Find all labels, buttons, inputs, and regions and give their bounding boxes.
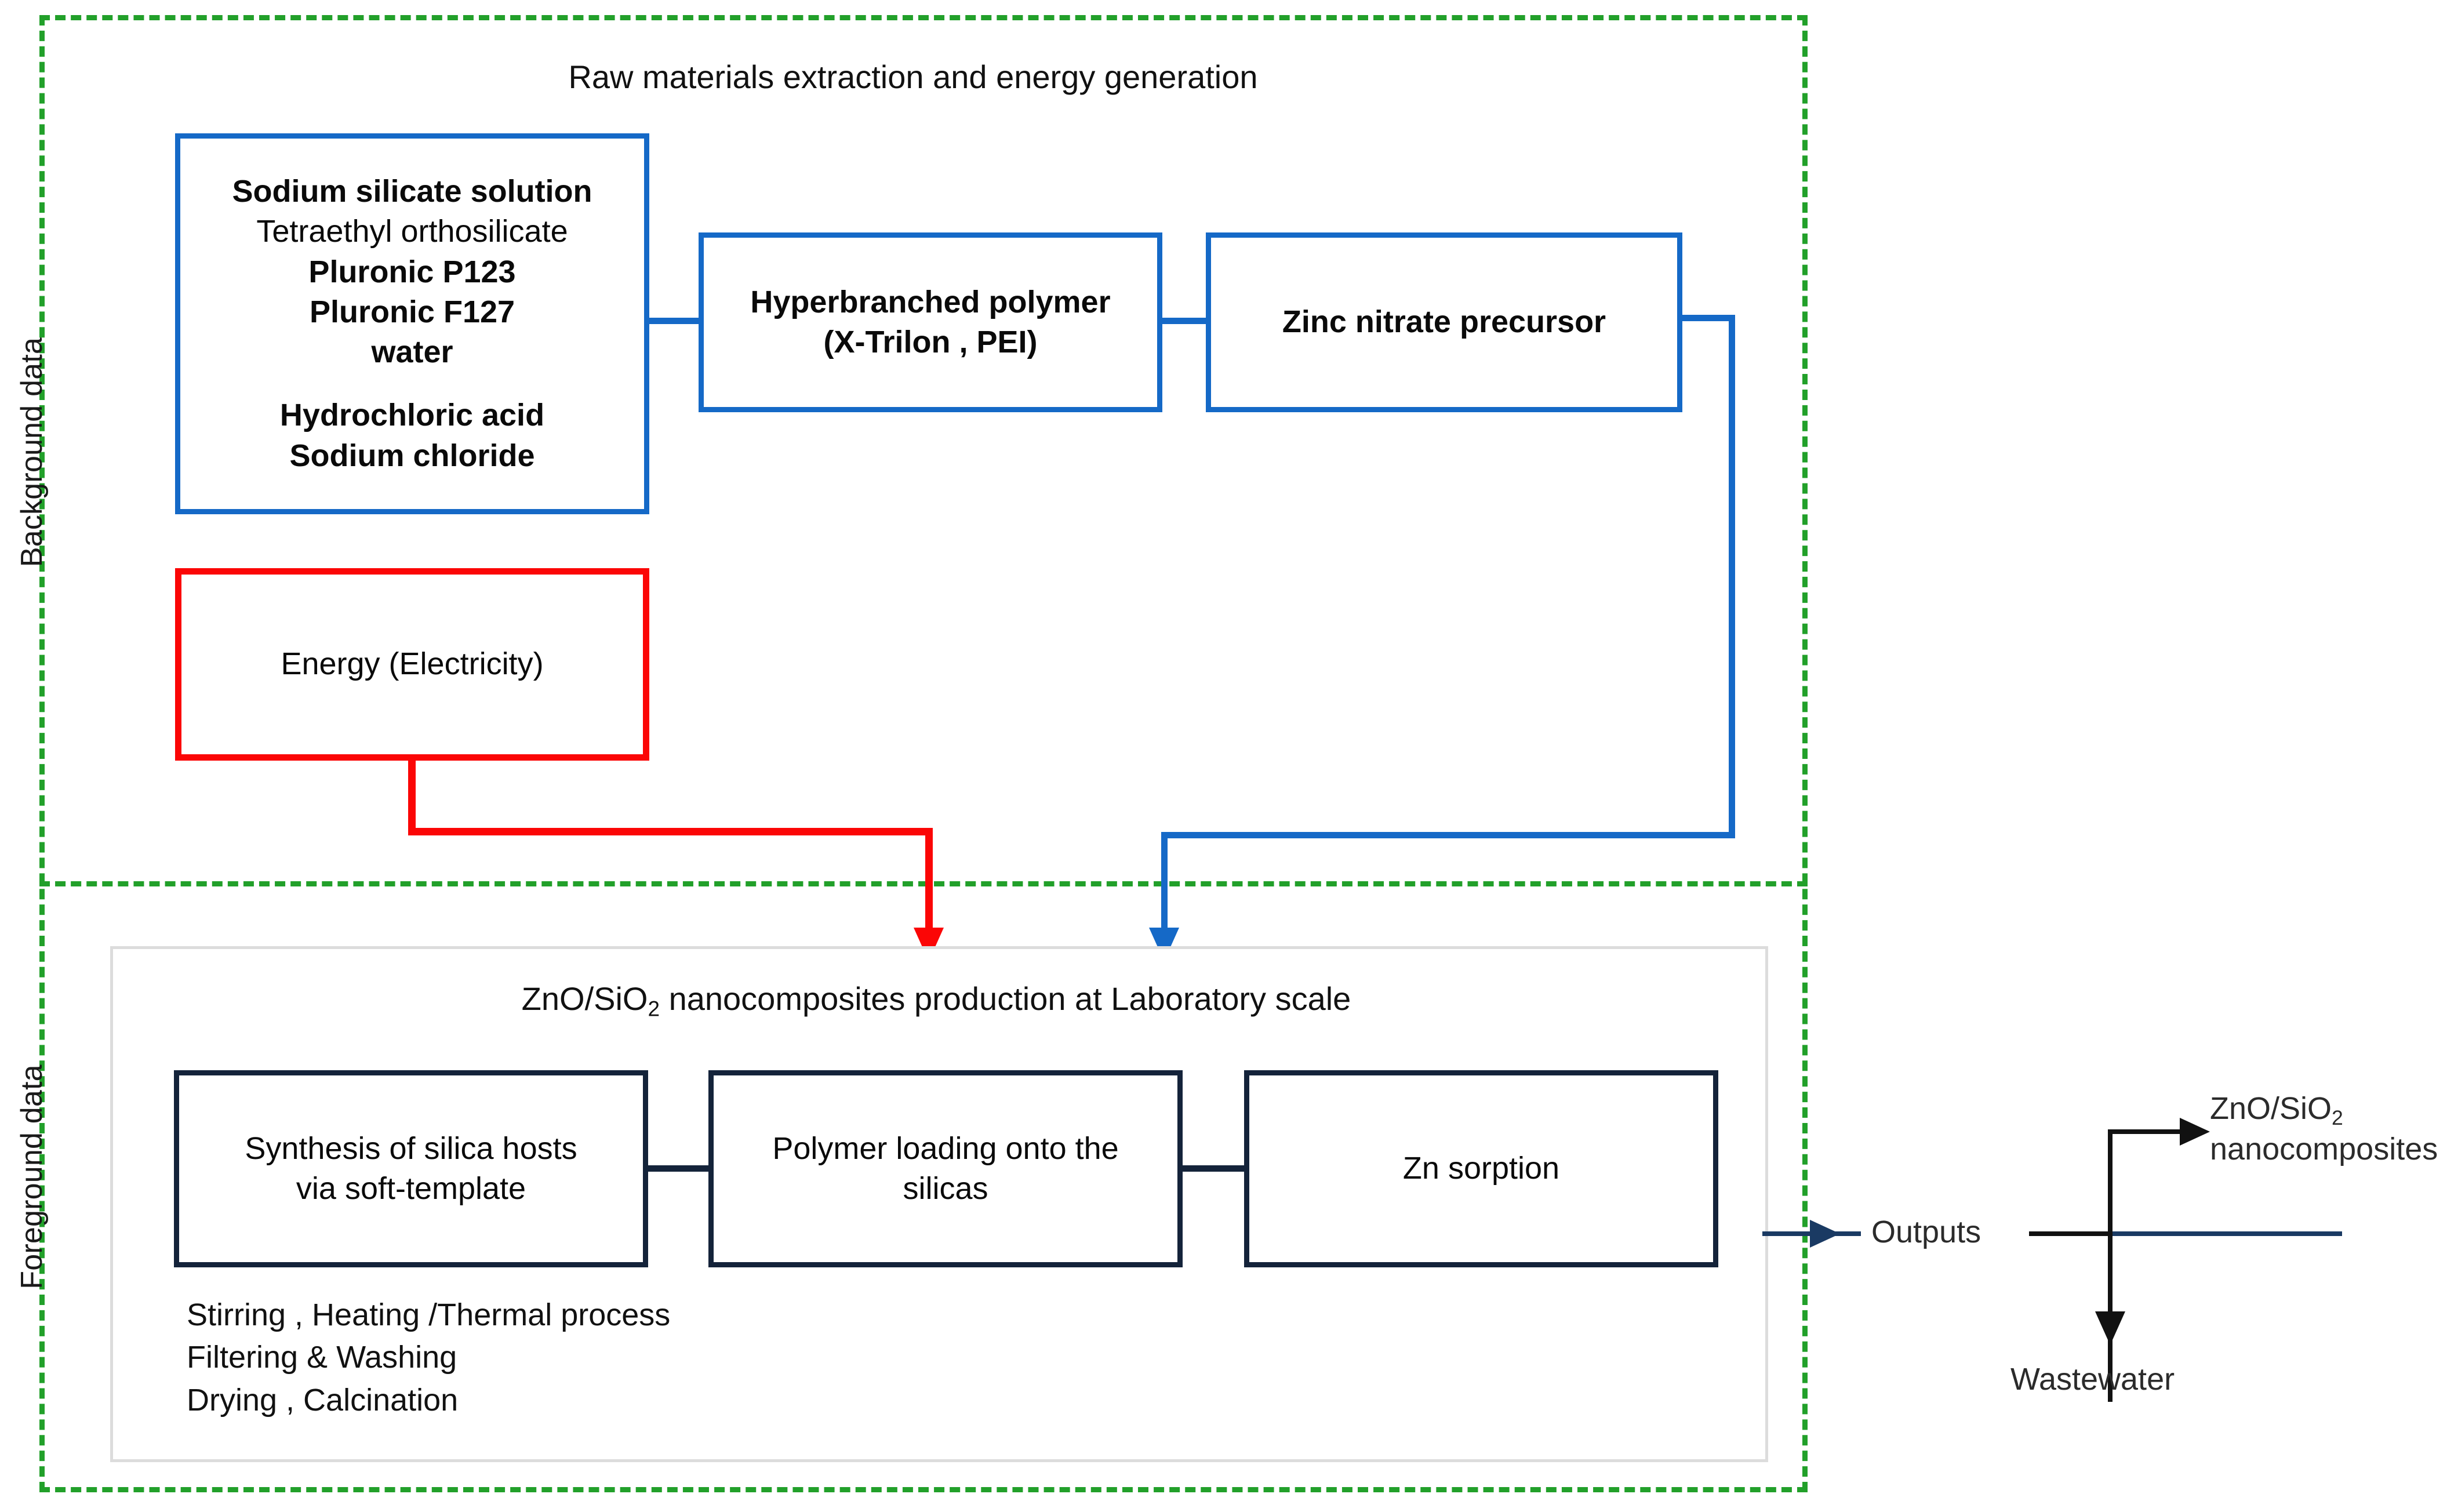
foreground-title-pre: ZnO/SiO [521,980,648,1017]
hyperbranched-polymer-box[interactable]: Hyperbranched polymer (X-Trilon , PEI) [699,232,1162,412]
polymer-text: Hyperbranched polymer (X-Trilon , PEI) [740,282,1121,362]
material-line-7: Sodium chloride [289,438,535,473]
loading-line-1: Polymer loading onto the [772,1131,1119,1166]
outputs-arrow-icon [1810,1220,1840,1248]
blue-route-segment-vertical-right [1729,315,1735,838]
process-step-synthesis-box[interactable]: Synthesis of silica hosts via soft-templ… [174,1070,648,1267]
process-step-zn-sorption-box[interactable]: Zn sorption [1244,1070,1718,1267]
outputs-split-vertical [2108,1129,2113,1402]
polymer-line-1: Hyperbranched polymer [750,284,1111,319]
foreground-title-subscript: 2 [648,997,660,1021]
outputs-label-visible: Outputs [1871,1215,1981,1249]
outputs-line-mask [1861,1215,2029,1256]
red-route-segment-horizontal [408,828,932,835]
material-line-5: water [371,334,453,369]
material-line-4: Pluronic F127 [309,294,515,329]
connector-materials-to-polymer [649,318,701,324]
raw-materials-text: Sodium silicate solution Tetraethyl orth… [221,172,602,475]
material-line-3: Pluronic P123 [308,254,516,289]
blue-route-segment-vertical-down [1161,832,1168,935]
energy-text: Energy (Electricity) [281,646,544,682]
zinc-text: Zinc nitrate precursor [1282,304,1606,340]
operation-item-3: Drying , Calcination [187,1382,459,1418]
product-arrow-icon [2180,1118,2210,1146]
product-output-label: ZnO/SiO2 nanocomposites [2210,1090,2442,1169]
product-branch-line [2108,1129,2183,1134]
background-foreground-divider [39,881,1808,886]
wastewater-arrow-icon [2095,1311,2125,1345]
red-route-segment-vertical-down [925,828,933,936]
connector-polymer-to-zinc [1159,318,1209,324]
energy-electricity-box[interactable]: Energy (Electricity) [175,568,649,761]
material-line-6: Hydrochloric acid [279,398,545,433]
side-label-background-data: Background data [15,337,49,568]
synthesis-line-2: via soft-template [296,1171,526,1206]
outputs-stub-line [2029,1231,2110,1236]
process-step-zn-sorption-text: Zn sorption [1402,1151,1560,1186]
material-line-1: Sodium silicate solution [232,174,592,209]
connector-loading-to-sorption [1183,1165,1246,1172]
foreground-title-post: nanocomposites production at Laboratory … [660,980,1351,1017]
material-spacer [232,372,592,396]
system-boundary-outline [39,15,1808,1492]
process-step-polymer-loading-text: Polymer loading onto the silicas [762,1129,1129,1209]
zinc-nitrate-box[interactable]: Zinc nitrate precursor [1206,232,1682,412]
blue-route-segment-top [1677,315,1735,321]
background-section-title: Raw materials extraction and energy gene… [568,59,1258,95]
material-line-2: Tetraethyl orthosilicate [256,214,568,249]
foreground-operations-list: Stirring , Heating /Thermal process Filt… [187,1294,670,1422]
loading-line-2: silicas [903,1171,988,1206]
synthesis-line-1: Synthesis of silica hosts [245,1131,577,1166]
polymer-line-2: (X-Trilon , PEI) [823,325,1038,359]
product-label-post: nanocomposites [2210,1132,2438,1167]
operation-item-1: Stirring , Heating /Thermal process [187,1297,671,1332]
wastewater-label: Wastewater [2010,1362,2175,1397]
product-label-subscript: 2 [2332,1106,2343,1129]
side-label-foreground-data: Foreground data [15,1064,49,1289]
operation-item-2: Filtering & Washing [187,1340,457,1375]
raw-materials-box[interactable]: Sodium silicate solution Tetraethyl orth… [175,133,649,514]
product-label-pre: ZnO/SiO [2210,1091,2332,1126]
connector-synthesis-to-loading [648,1165,711,1172]
process-step-synthesis-text: Synthesis of silica hosts via soft-templ… [234,1129,587,1209]
process-step-polymer-loading-box[interactable]: Polymer loading onto the silicas [708,1070,1183,1267]
red-route-segment-vertical-left [408,757,416,835]
blue-route-segment-horizontal [1161,832,1735,838]
foreground-section-title: ZnO/SiO2 nanocomposites production at La… [110,980,1762,1021]
